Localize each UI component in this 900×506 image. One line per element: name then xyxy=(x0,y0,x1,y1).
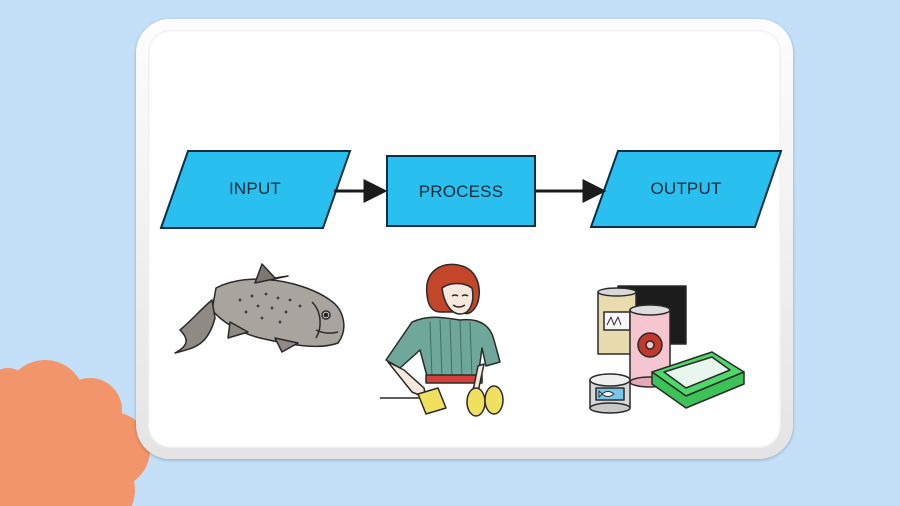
fish-illustration xyxy=(174,263,345,354)
input-label: INPUT xyxy=(229,179,281,198)
output-label: OUTPUT xyxy=(650,179,722,198)
canned-goods-illustration xyxy=(589,285,745,414)
woman-canning-illustration xyxy=(380,263,504,417)
process-label: PROCESS xyxy=(418,182,504,201)
input-parallelogram xyxy=(159,150,352,229)
